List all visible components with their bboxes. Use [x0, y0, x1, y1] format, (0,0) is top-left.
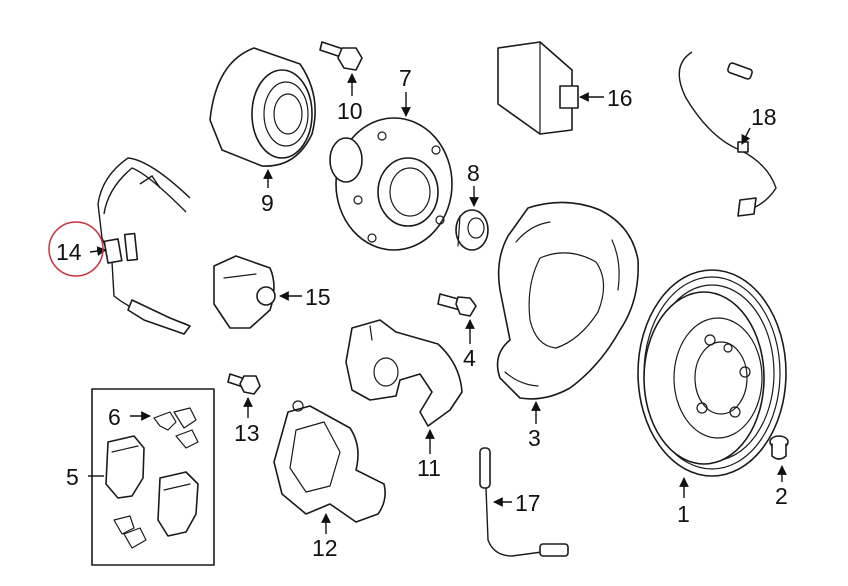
- leader-lines: [88, 73, 787, 534]
- wheel-bearing-part[interactable]: [209, 47, 316, 167]
- rotor-screw-part[interactable]: [769, 435, 789, 460]
- highlight-circle: [48, 221, 104, 277]
- callout-8[interactable]: 8: [467, 160, 480, 186]
- bolt-part-13[interactable]: [227, 373, 261, 395]
- wheel-hub-part[interactable]: [329, 117, 453, 251]
- callout-7[interactable]: 7: [399, 65, 412, 91]
- callout-10[interactable]: 10: [337, 98, 363, 124]
- pad-wear-sensor-part[interactable]: [97, 157, 191, 335]
- callout-16[interactable]: 16: [607, 85, 633, 111]
- caliper-body-part[interactable]: [273, 400, 386, 523]
- callout-6[interactable]: 6: [108, 404, 121, 430]
- pad-clips-part[interactable]: [113, 407, 199, 549]
- callout-14[interactable]: 14: [56, 239, 82, 265]
- callout-3[interactable]: 3: [528, 425, 541, 451]
- callout-11[interactable]: 11: [417, 455, 441, 481]
- callout-13[interactable]: 13: [234, 420, 260, 446]
- caliper-carrier-part[interactable]: [345, 319, 463, 427]
- brake-rotor-part[interactable]: [637, 269, 787, 477]
- wheel-speed-sensor-part[interactable]: [479, 447, 569, 557]
- bolt-part-4[interactable]: [437, 293, 477, 317]
- dust-shield-part[interactable]: [496, 201, 639, 400]
- axle-nut-part[interactable]: [455, 209, 489, 251]
- bolt-part-10[interactable]: [319, 41, 363, 71]
- rear-wear-sensor-part[interactable]: [678, 51, 777, 217]
- leader-18: [741, 127, 751, 145]
- callout-5[interactable]: 5: [66, 464, 79, 490]
- callout-4[interactable]: 4: [463, 345, 476, 371]
- callout-18[interactable]: 18: [751, 104, 777, 130]
- callout-9[interactable]: 9: [261, 190, 274, 216]
- caliper-piston-part[interactable]: [213, 255, 276, 329]
- callout-17[interactable]: 17: [515, 490, 541, 516]
- callout-labels: 1 2 3 4 5 6 7 8 9 10 11 12 13 14 15 16 1…: [56, 65, 788, 561]
- callout-2[interactable]: 2: [775, 483, 788, 509]
- callout-15[interactable]: 15: [305, 284, 331, 310]
- brake-pad-kit-part[interactable]: [91, 388, 215, 566]
- callout-1[interactable]: 1: [677, 501, 690, 527]
- callout-12[interactable]: 12: [312, 535, 338, 561]
- control-module-part[interactable]: [497, 41, 579, 135]
